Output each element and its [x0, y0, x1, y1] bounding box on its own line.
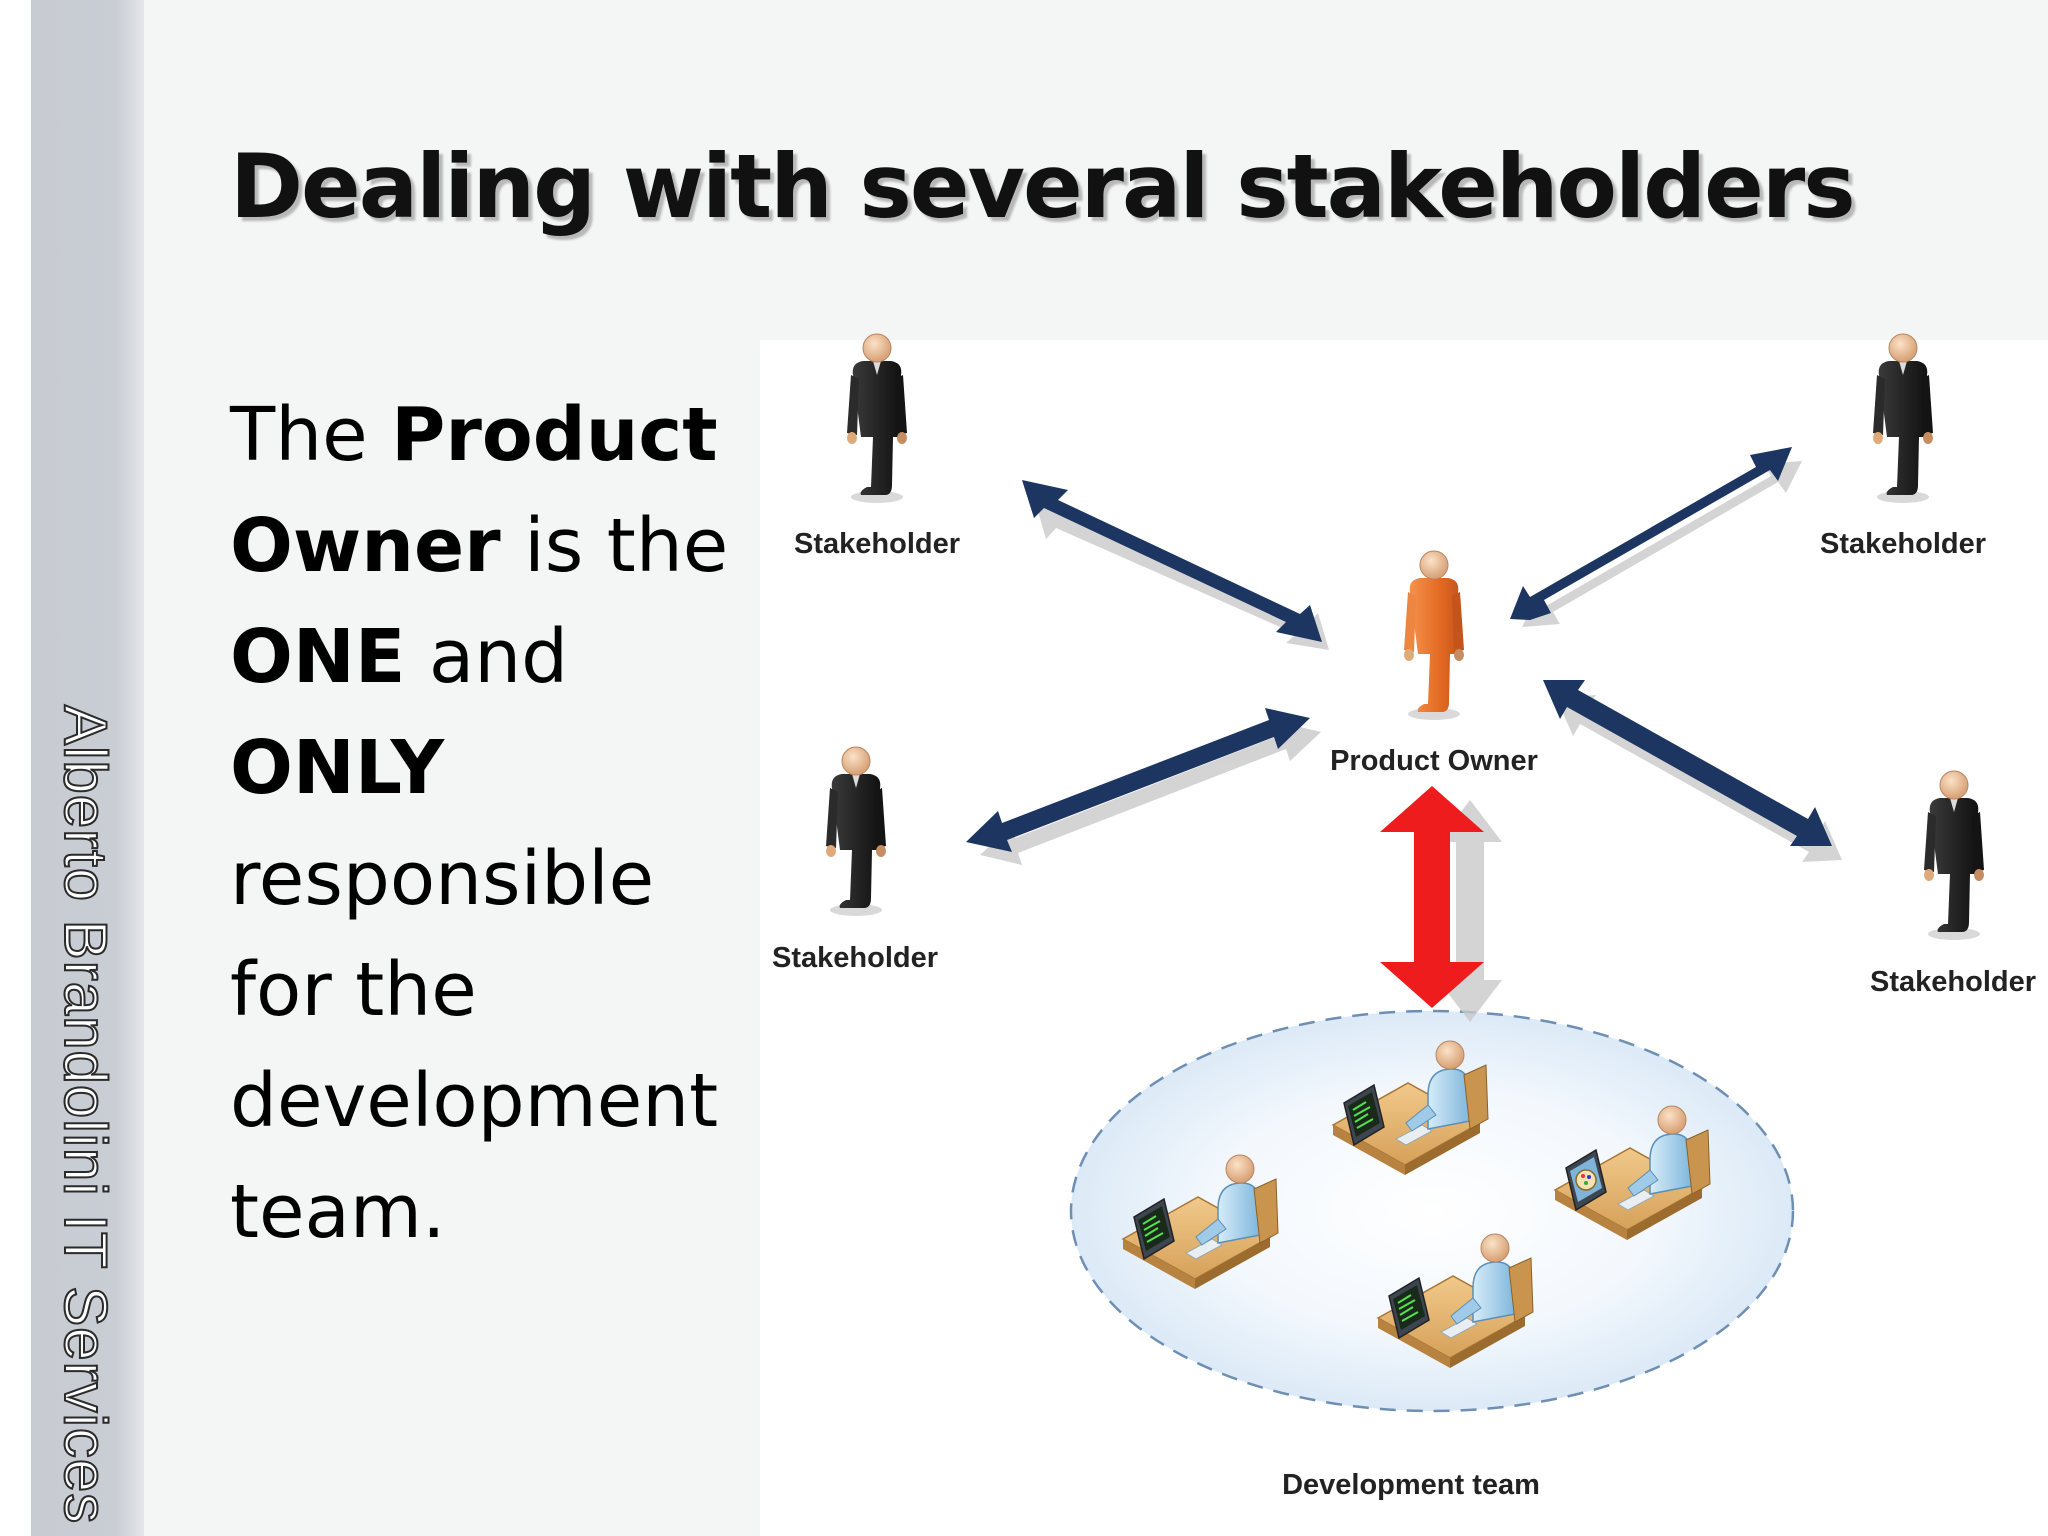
label-development-team: Development team	[1282, 1469, 1540, 1501]
body-line-6: for the	[230, 947, 477, 1033]
body-line-1: The Product	[230, 392, 718, 478]
body-line-4: ONLY	[230, 713, 770, 824]
label-stakeholder-mid-left: Stakeholder	[772, 942, 938, 974]
body-line-3: ONE and	[230, 614, 569, 700]
arrow-top-right	[1510, 447, 1792, 620]
label-stakeholder-top-left: Stakeholder	[794, 528, 960, 560]
sidebar-strip	[0, 0, 31, 1536]
arrow-team	[1380, 786, 1484, 1008]
label-stakeholder-mid-right: Stakeholder	[1870, 966, 2036, 998]
emphasis-product: Product	[391, 392, 718, 478]
body-line-8: team.	[230, 1169, 446, 1255]
arrow-top-left	[1022, 480, 1322, 642]
emphasis-only: ONLY	[230, 725, 445, 811]
arrow-shadows	[980, 461, 1842, 1022]
slide-title: Dealing with several stakeholders	[230, 135, 1856, 238]
stakeholder-figure-top-left	[847, 333, 907, 503]
stakeholder-figure-mid-left	[826, 746, 886, 916]
author-text: Alberto Brandolini IT Services	[51, 704, 120, 1525]
stakeholder-figure-top-right	[1873, 333, 1933, 503]
developer-workstation-2	[1121, 1154, 1279, 1289]
body-line-2: Owner is the	[230, 503, 729, 589]
developer-workstation-4	[1376, 1233, 1534, 1368]
developer-workstation-3	[1553, 1105, 1711, 1240]
stakeholder-arrows	[966, 447, 1832, 852]
body-line-5: responsible	[230, 836, 655, 922]
palette-icon	[1575, 1169, 1597, 1191]
sidebar	[31, 0, 144, 1536]
developer-workstation-1	[1331, 1040, 1489, 1175]
arrow-mid-right	[1543, 680, 1832, 846]
product-owner-figure	[1404, 550, 1464, 720]
team-ellipse	[1069, 1009, 1795, 1413]
emphasis-owner: Owner	[230, 503, 501, 589]
label-product-owner: Product Owner	[1330, 745, 1538, 777]
arrow-mid-left	[966, 708, 1310, 852]
body-line-7: development	[230, 1058, 719, 1144]
label-stakeholder-top-right: Stakeholder	[1820, 528, 1986, 560]
emphasis-one: ONE	[230, 614, 406, 700]
body-text: The Product Owner is the ONE and ONLY re…	[230, 380, 770, 1268]
stakeholder-figure-mid-right	[1924, 770, 1984, 940]
